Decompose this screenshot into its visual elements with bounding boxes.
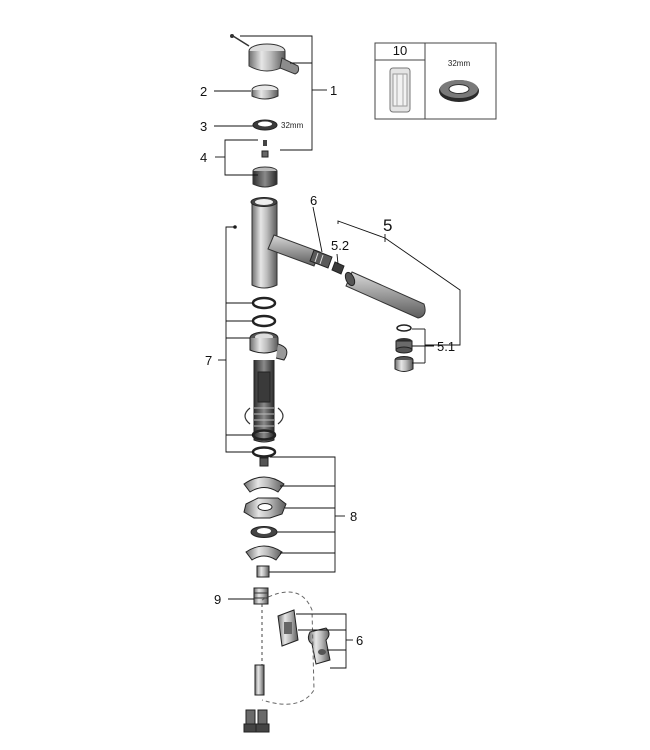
mixer-body: [250, 197, 278, 289]
inset-part-number: 10: [393, 43, 407, 58]
inset-ring-size: 32mm: [448, 59, 471, 68]
label-part-8: 8: [350, 509, 357, 524]
label-part-7: 7: [205, 353, 212, 368]
mounting-plate: [243, 497, 287, 519]
hose-guide: [307, 627, 331, 665]
label-part-5: 5: [383, 216, 392, 235]
handle-screw: [230, 34, 250, 47]
label-part-5-2: 5.2: [331, 238, 349, 253]
fixing-nut: [256, 565, 270, 578]
hose-fittings: [243, 709, 270, 733]
spout-nut: [331, 261, 345, 275]
hose-clip: [277, 609, 299, 647]
label-part-5-1: 5.1: [437, 339, 455, 354]
label-part-6-lower: 6: [356, 633, 363, 648]
o-ring-lower-2: [251, 446, 277, 458]
swivel-bushing: [249, 331, 288, 361]
aerator-insert: [395, 338, 413, 354]
label-part-9: 9: [214, 592, 221, 607]
horseshoe-washer-upper: [243, 476, 285, 493]
spare-parts-inset: 10 32mm: [374, 42, 497, 120]
label-part-6-upper: 6: [310, 193, 317, 208]
spout-arm: [267, 234, 321, 267]
label-part-4: 4: [200, 150, 207, 165]
mixing-cartridge: [252, 166, 278, 188]
cartridge-tool-icon: [389, 67, 411, 113]
spout-connector: [309, 249, 333, 269]
cartridge-pin: [261, 140, 269, 158]
o-ring-middle: [251, 314, 277, 328]
label-part-2: 2: [200, 84, 207, 99]
lever-handle: [248, 43, 300, 75]
threaded-ring: [252, 119, 278, 131]
hose-adapter: [253, 587, 269, 605]
aerator-washer: [396, 324, 412, 332]
leader-lines: [214, 35, 461, 669]
aerator-housing: [394, 356, 414, 372]
seal-ring-icon: [439, 80, 479, 102]
cover-cap: [251, 84, 279, 100]
o-ring-upper: [251, 296, 277, 310]
shank-tip: [259, 457, 269, 467]
ring-size-annotation: 32mm: [281, 121, 304, 130]
connection-hose: [254, 591, 315, 705]
spout-extension: [344, 271, 426, 319]
label-part-1: 1: [330, 83, 337, 98]
rubber-gasket: [250, 526, 278, 538]
label-part-3: 3: [200, 119, 207, 134]
horseshoe-washer-lower: [245, 545, 283, 561]
threaded-shank: [244, 360, 284, 443]
